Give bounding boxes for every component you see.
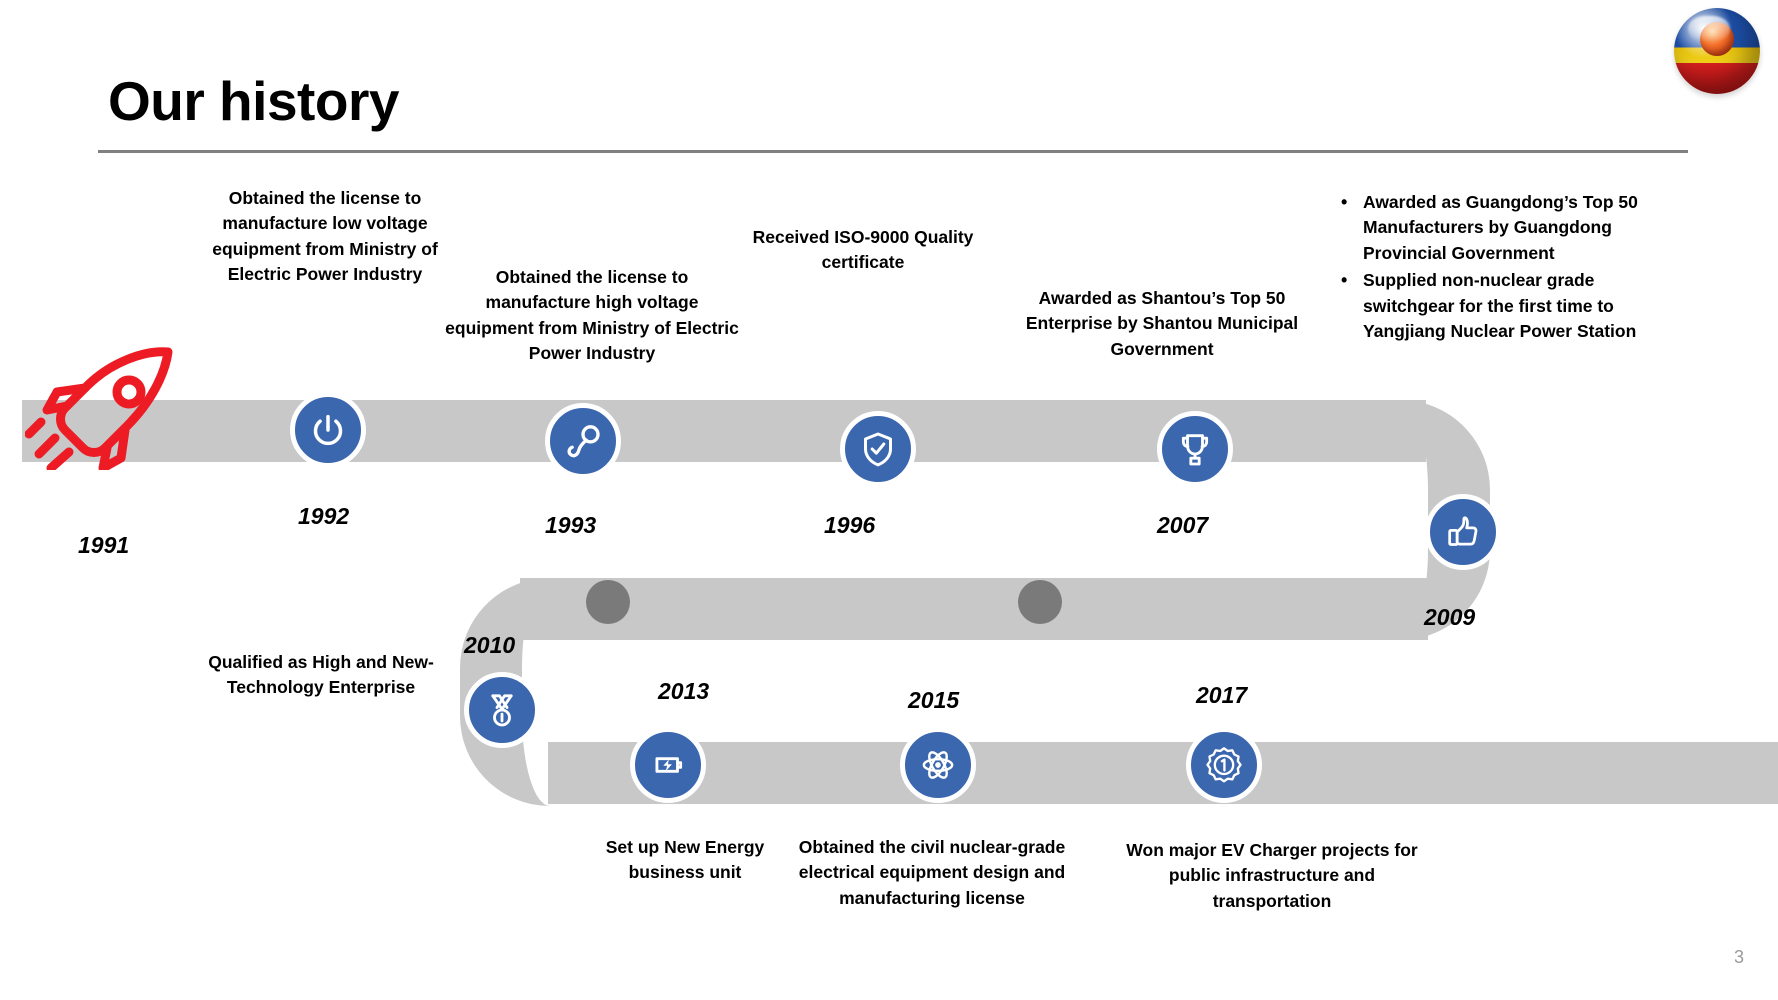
caption-1993: Obtained the license to manufacture high… xyxy=(432,265,752,367)
milestone-node-2015[interactable] xyxy=(900,727,976,803)
caption-2010: Qualified as High and New- Technology En… xyxy=(186,650,456,701)
caption-1992-line4: Electric Power Industry xyxy=(227,264,423,285)
caption-2009-bullet-2: • Supplied non-nuclear grade switchgear … xyxy=(1335,268,1665,344)
caption-1993-line3: equipment from Ministry of Electric xyxy=(445,317,739,338)
atom-icon xyxy=(922,751,954,779)
milestone-node-1996[interactable] xyxy=(840,411,916,487)
power-button-icon xyxy=(313,414,343,446)
caption-2009-bullet-2-text: Supplied non-nuclear grade switchgear fo… xyxy=(1363,270,1637,341)
year-label-1993: 1993 xyxy=(545,512,597,538)
caption-1993-line4: Power Industry xyxy=(528,343,656,364)
caption-1992-line3: equipment from Ministry of xyxy=(212,238,438,259)
caption-2013-line2: business unit xyxy=(628,862,742,883)
rocket-icon xyxy=(24,340,185,473)
caption-2017-line2: public infrastructure and xyxy=(1168,865,1376,886)
page-title: Our history xyxy=(108,70,399,132)
milestone-node-2010[interactable] xyxy=(464,672,540,748)
caption-2010-line2: Technology Enterprise xyxy=(226,677,416,698)
caption-2007-line2: Enterprise by Shantou Municipal xyxy=(1025,313,1299,334)
year-label-1992: 1992 xyxy=(298,503,350,529)
caption-2015-line3: manufacturing license xyxy=(839,887,1025,908)
track-dot-2 xyxy=(1018,580,1062,624)
caption-1993-line1: Obtained the license to xyxy=(495,267,689,287)
track-dot-1 xyxy=(586,580,630,624)
caption-1992: Obtained the license to manufacture low … xyxy=(200,186,450,288)
caption-1992-line2: manufacture low voltage xyxy=(222,213,428,234)
battery-charging-icon xyxy=(655,757,683,773)
title-divider xyxy=(98,150,1688,153)
bullet-glyph: • xyxy=(1341,270,1348,291)
caption-2017-line1: Won major EV Charger projects for xyxy=(1126,840,1418,860)
year-label-2007: 2007 xyxy=(1157,512,1209,538)
caption-2009-bullet-1: • Awarded as Guangdong’s Top 50 Manufact… xyxy=(1335,190,1665,266)
year-label-1991: 1991 xyxy=(78,532,130,558)
timeline-track-row3 xyxy=(548,742,1778,804)
caption-1996: Received ISO-9000 Quality certificate xyxy=(718,225,1008,276)
caption-2010-line1: Qualified as High and New- xyxy=(208,652,434,672)
caption-2015: Obtained the civil nuclear-grade electri… xyxy=(782,835,1082,911)
caption-2017-line3: transportation xyxy=(1212,890,1332,911)
year-label-1996: 1996 xyxy=(824,512,876,538)
caption-2013-line1: Set up New Energy xyxy=(605,837,765,857)
caption-2007-line3: Government xyxy=(1110,338,1214,359)
caption-1996-line2: certificate xyxy=(821,252,905,273)
milestone-node-2009[interactable] xyxy=(1425,494,1501,570)
thumbs-up-icon xyxy=(1448,516,1478,546)
award-badge-icon xyxy=(1206,747,1242,783)
shield-check-icon xyxy=(864,432,892,467)
caption-2009: • Awarded as Guangdong’s Top 50 Manufact… xyxy=(1335,190,1665,346)
logo-gloss xyxy=(1688,16,1730,42)
milestone-node-2007[interactable] xyxy=(1157,411,1233,487)
milestone-node-1993[interactable] xyxy=(545,403,621,479)
year-label-2013: 2013 xyxy=(658,678,710,704)
milestone-node-2017[interactable] xyxy=(1186,727,1262,803)
caption-2015-line2: electrical equipment design and xyxy=(798,862,1066,883)
caption-1996-line1: Received ISO-9000 Quality xyxy=(752,227,974,247)
year-label-2009: 2009 xyxy=(1424,604,1476,630)
wrench-icon xyxy=(567,425,600,458)
page-number: 3 xyxy=(1733,947,1744,967)
bullet-glyph: • xyxy=(1341,192,1348,212)
year-label-2015: 2015 xyxy=(908,687,960,713)
milestone-node-2013[interactable] xyxy=(630,727,706,803)
caption-1993-line2: manufacture high voltage xyxy=(485,292,699,313)
caption-2007: Awarded as Shantou’s Top 50 Enterprise b… xyxy=(1012,286,1312,362)
caption-2017: Won major EV Charger projects for public… xyxy=(1112,838,1432,914)
company-sphere-logo xyxy=(1674,8,1760,94)
milestone-node-1992[interactable] xyxy=(290,392,366,468)
caption-2013: Set up New Energy business unit xyxy=(560,835,810,886)
caption-2009-bullet-1-text: Awarded as Guangdong’s Top 50 Manufactur… xyxy=(1363,192,1638,263)
medal-ribbon-icon xyxy=(491,694,513,727)
caption-2007-line1: Awarded as Shantou’s Top 50 xyxy=(1038,288,1286,308)
caption-1992-line1: Obtained the license to xyxy=(228,188,422,208)
trophy-icon xyxy=(1181,434,1209,466)
year-label-2010: 2010 xyxy=(464,632,516,658)
caption-2015-line1: Obtained the civil nuclear-grade xyxy=(798,837,1066,857)
year-label-2017: 2017 xyxy=(1196,682,1248,708)
timeline-track-row2 xyxy=(520,578,1428,640)
